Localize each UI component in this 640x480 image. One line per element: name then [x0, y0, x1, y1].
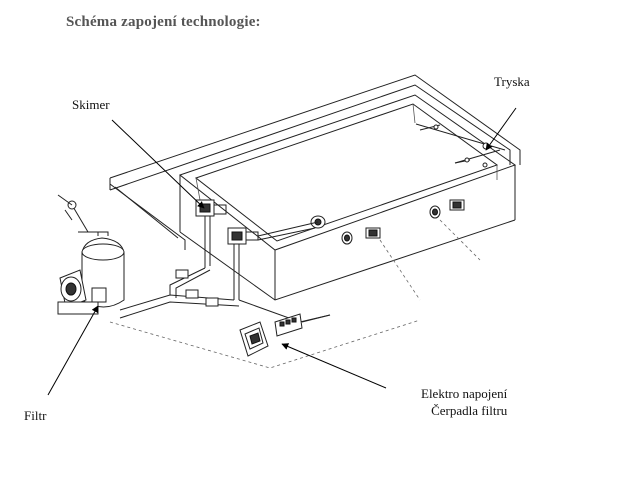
pump-switch-box	[274, 313, 331, 337]
filter-pump	[57, 269, 107, 315]
label-skimer: Skimer	[72, 97, 110, 112]
skimmer-1	[195, 199, 227, 268]
callout-arrow-filtr	[47, 305, 99, 396]
return-pipe	[109, 74, 521, 250]
label-elektro-line2: Čerpadla filtru	[431, 403, 508, 418]
label-elektro-napojeni: Elektro napojení Čerpadla filtru	[421, 385, 507, 419]
label-elektro-line1: Elektro napojení	[421, 386, 508, 401]
nozzle-lower	[454, 157, 488, 168]
callout-arrow-elektro	[281, 343, 387, 389]
control-box	[239, 321, 269, 357]
label-tryska: Tryska	[494, 74, 530, 89]
wall-fittings	[310, 199, 465, 245]
skimmer-2	[227, 227, 259, 300]
label-filtr: Filtr	[24, 408, 47, 423]
callout-arrow-skimer	[111, 119, 205, 209]
diagram-title: Schéma zapojení technologie:	[66, 14, 261, 30]
dashed-connections	[109, 219, 481, 369]
pool-basin	[178, 94, 517, 301]
callout-arrow-tryska	[485, 107, 517, 151]
suction-pipes	[119, 221, 331, 323]
